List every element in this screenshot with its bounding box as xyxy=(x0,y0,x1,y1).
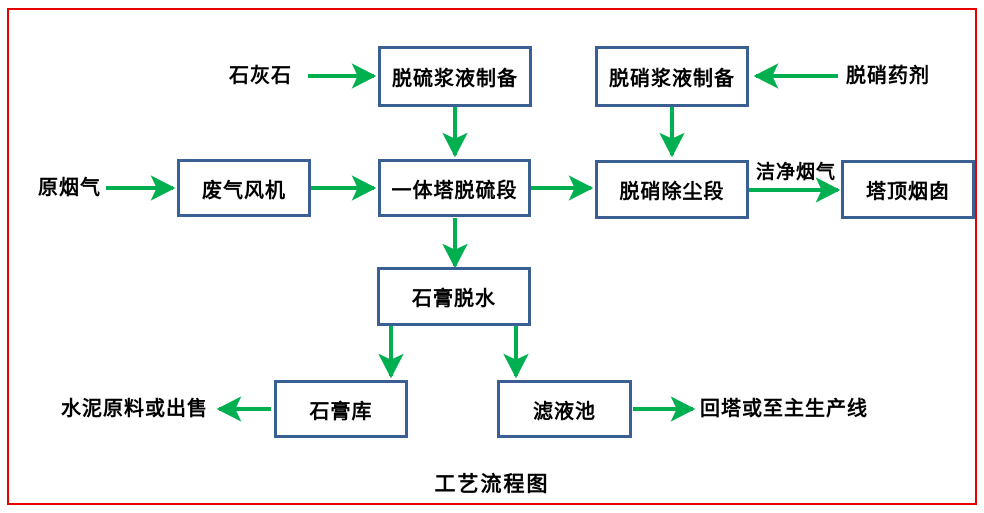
node-denitration-dedusting[interactable]: 脱硝除尘段 xyxy=(595,160,749,219)
node-gypsum-dewatering[interactable]: 石膏脱水 xyxy=(377,267,531,326)
label-clean-flue-gas: 洁净烟气 xyxy=(755,161,836,183)
label-return-to-tower-or-main-line: 回塔或至主生产线 xyxy=(700,398,868,420)
node-filtrate-pond[interactable]: 滤液池 xyxy=(497,380,632,438)
label-denitration-agent: 脱硝药剂 xyxy=(846,65,930,87)
label-limestone: 石灰石 xyxy=(229,65,292,87)
label-cement-material-or-sale: 水泥原料或出售 xyxy=(61,398,208,420)
node-gypsum-warehouse[interactable]: 石膏库 xyxy=(274,380,408,438)
node-desulfurization-slurry-prep[interactable]: 脱硫浆液制备 xyxy=(378,46,532,107)
node-denitration-slurry-prep[interactable]: 脱硝浆液制备 xyxy=(595,46,749,107)
label-raw-flue-gas: 原烟气 xyxy=(38,177,101,199)
node-integrated-tower-desulfurization[interactable]: 一体塔脱硫段 xyxy=(378,159,531,217)
node-tower-top-chimney[interactable]: 塔顶烟囱 xyxy=(841,160,975,219)
diagram-title: 工艺流程图 xyxy=(434,473,550,496)
node-waste-gas-fan[interactable]: 废气风机 xyxy=(177,159,311,217)
